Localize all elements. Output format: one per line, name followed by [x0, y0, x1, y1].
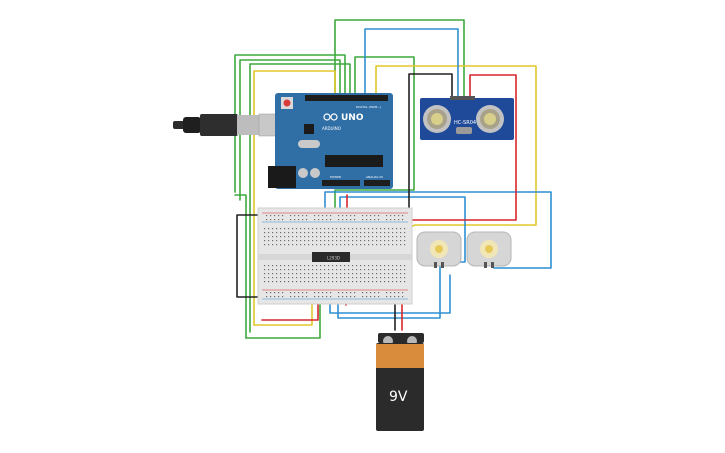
power-header[interactable]: [322, 180, 360, 186]
ultrasonic-transducer-icon: [476, 105, 504, 133]
wire-green-6[interactable]: [334, 19, 465, 97]
digital-header-label: DIGITAL (PWM~): [356, 105, 381, 109]
wire-yellow-1[interactable]: [253, 70, 336, 326]
board-logo: UNO: [341, 113, 364, 123]
ultrasonic-transducer-icon: [423, 105, 451, 133]
battery-label: 9V: [389, 389, 408, 405]
wire-blue-1[interactable]: [364, 28, 459, 97]
breadboard-holes: [264, 215, 406, 298]
chip-label: L293D: [327, 256, 340, 261]
motor-icon: [466, 231, 512, 268]
wire-green-3[interactable]: [234, 194, 247, 339]
wire-green-4[interactable]: [249, 63, 351, 333]
crystal: [456, 127, 472, 134]
arduino-uno-board[interactable]: UNO ARDUINO DIGITAL (PWM~) POWER ANALOG …: [268, 93, 393, 189]
infinity-logo-icon: [323, 113, 338, 121]
power-header-label: POWER: [330, 175, 341, 179]
atmega-chip: [325, 155, 383, 167]
usb-cable-icon[interactable]: [173, 113, 288, 137]
motor-icon: [416, 231, 462, 268]
board-logo-text: ARDUINO: [322, 126, 341, 131]
analog-header-label: ANALOG IN: [366, 175, 383, 179]
wire-green-7[interactable]: [334, 56, 415, 216]
digital-header[interactable]: [305, 95, 388, 101]
battery-9v[interactable]: 9V: [376, 333, 424, 431]
wire-black-2[interactable]: [236, 214, 263, 298]
motor-left[interactable]: [416, 231, 462, 268]
wire-red-1[interactable]: [401, 74, 517, 221]
motor-right[interactable]: [466, 231, 512, 268]
analog-header[interactable]: [364, 180, 390, 186]
reset-button-icon[interactable]: [281, 97, 293, 109]
l293d-chip[interactable]: L293D: [312, 252, 350, 262]
ultrasonic-sensor[interactable]: HC-SR04: [420, 96, 514, 140]
sensor-model-label: HC-SR04: [454, 120, 476, 126]
